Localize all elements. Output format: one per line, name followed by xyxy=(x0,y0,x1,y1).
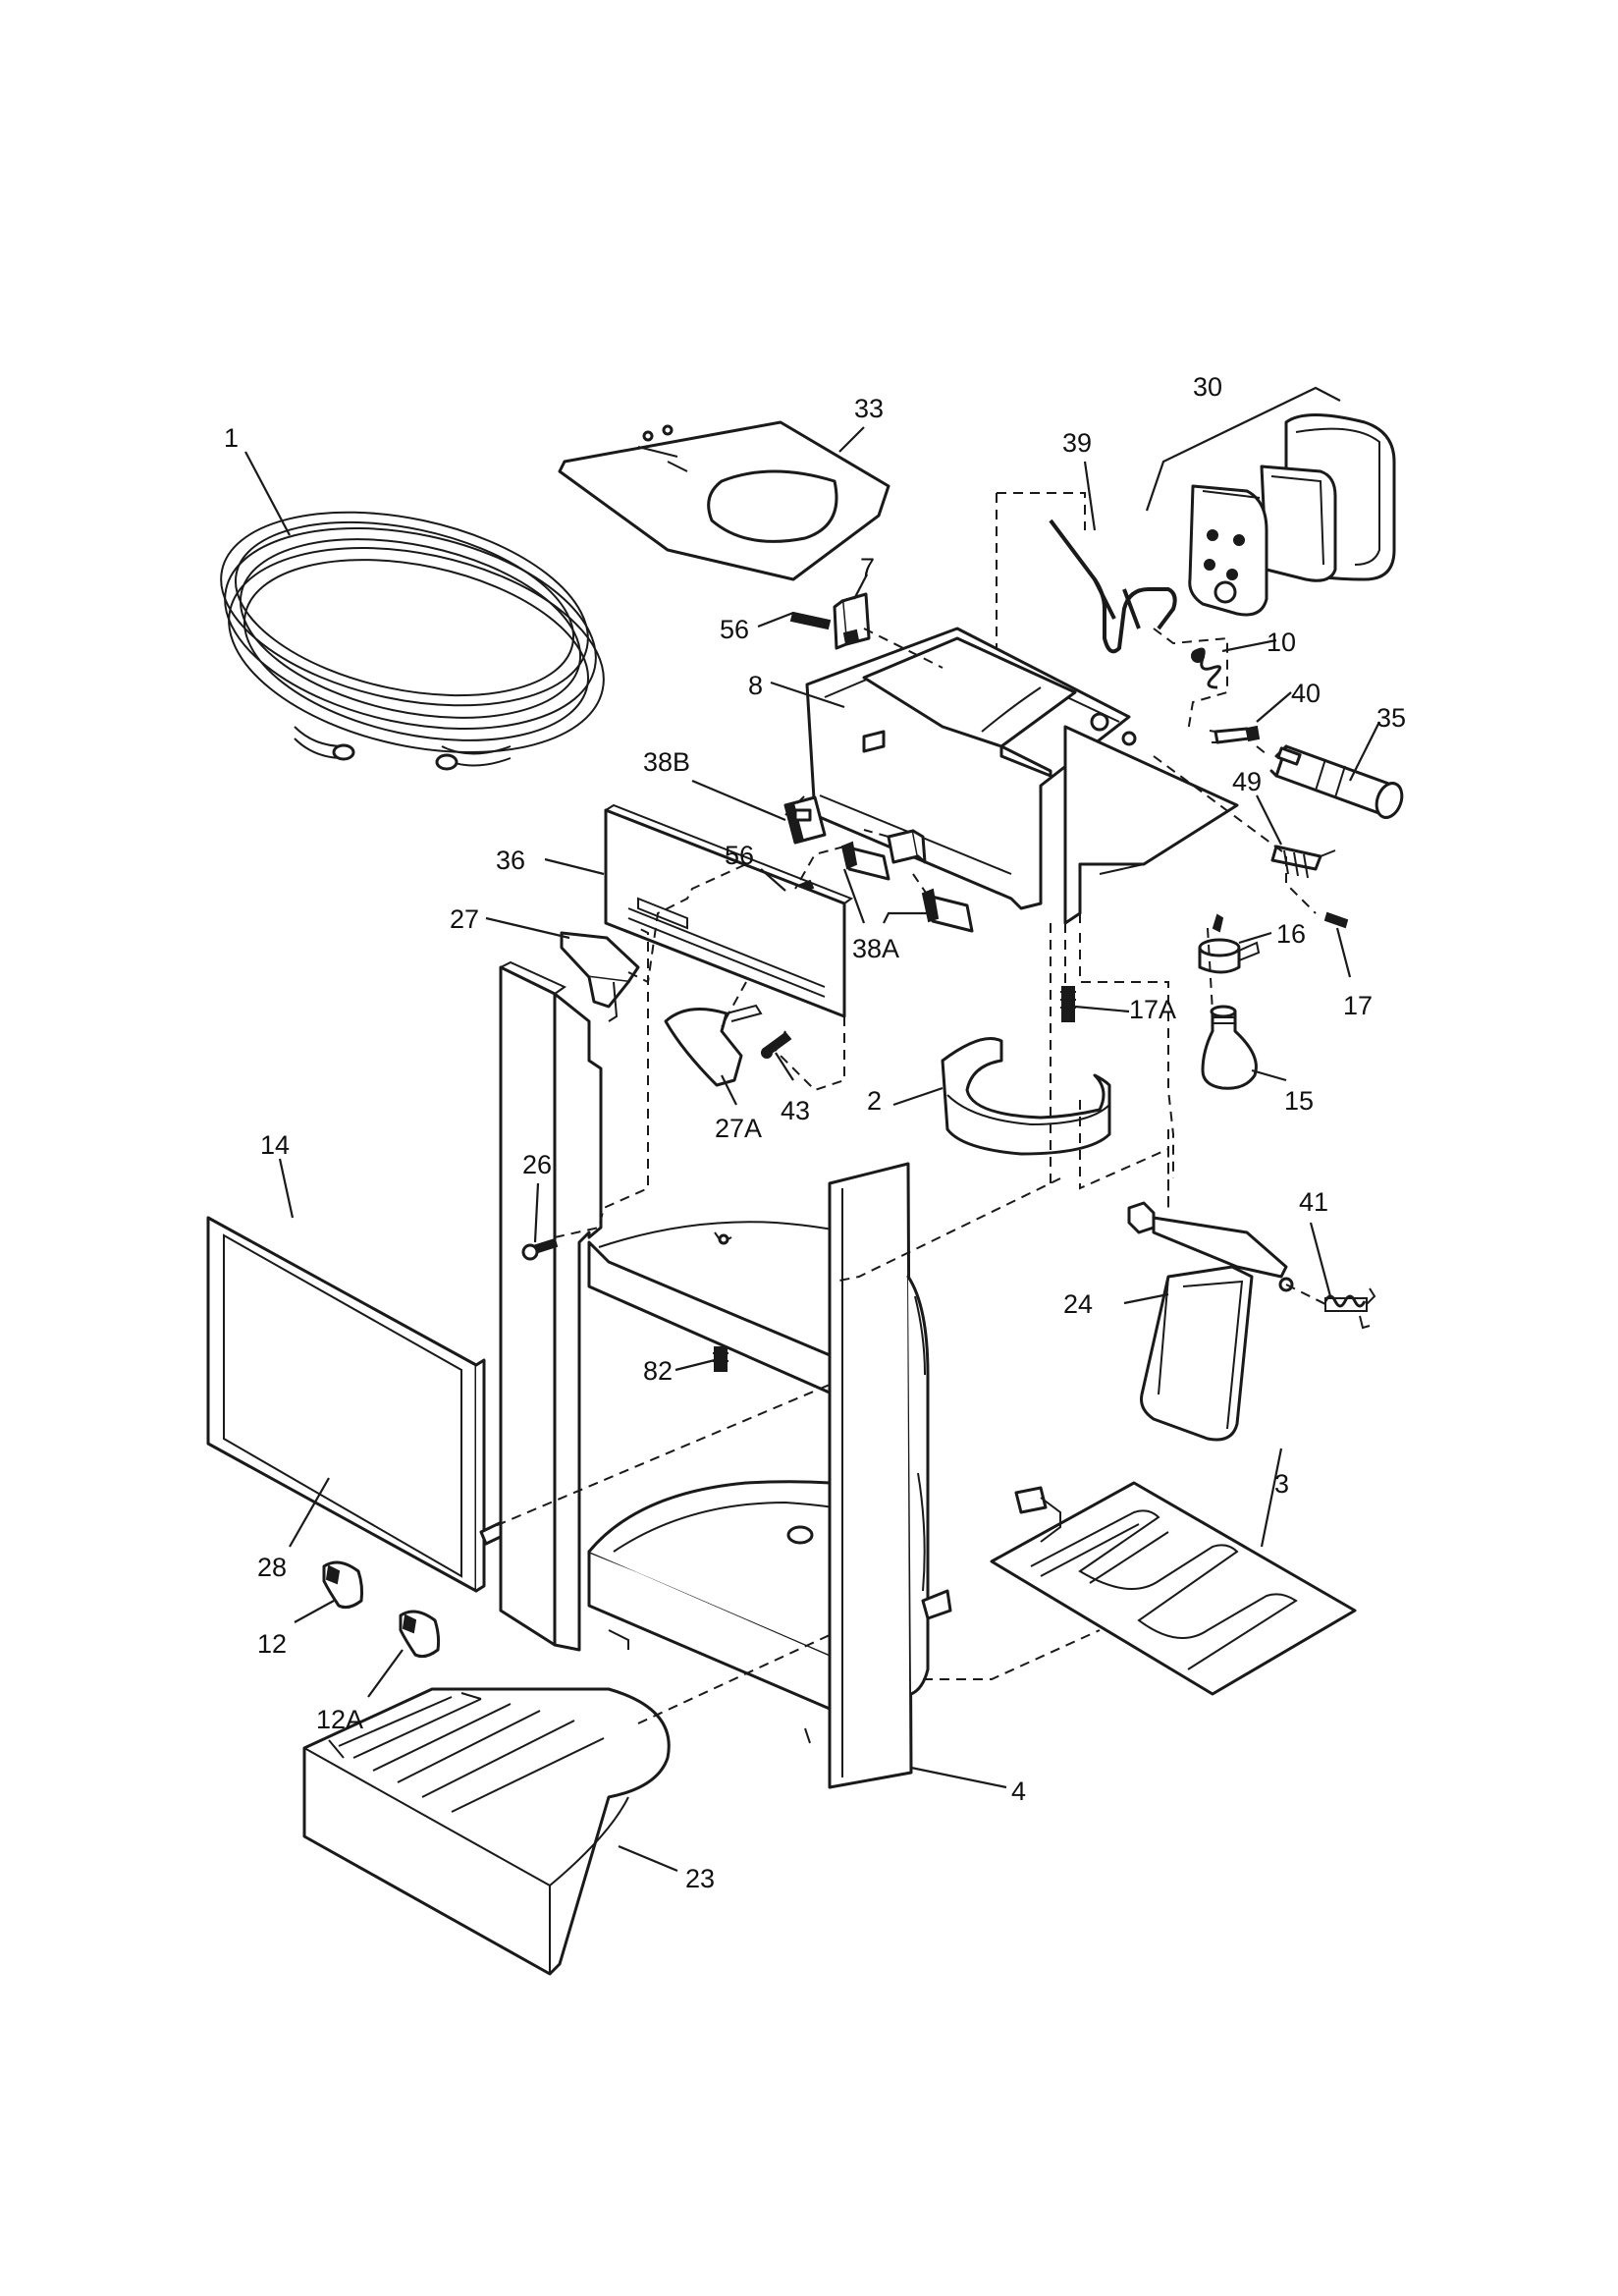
part-frame-panel-14 xyxy=(206,1216,486,1593)
part-switch-38a-2 xyxy=(887,829,927,864)
part-screw-17a xyxy=(1060,986,1076,1022)
part-clip-12 xyxy=(322,1560,364,1610)
part-drip-tray-23 xyxy=(302,1687,671,1976)
part-screw-17 xyxy=(1323,911,1349,929)
callout-2: 2 xyxy=(867,1086,882,1116)
callout-56-top: 56 xyxy=(720,615,749,644)
callout-27: 27 xyxy=(450,904,479,934)
part-small-bracket xyxy=(833,592,871,650)
callout-16: 16 xyxy=(1276,919,1306,949)
part-curved-guard-2 xyxy=(941,1037,1111,1156)
part-actuator-assembly xyxy=(1188,413,1396,617)
part-connector-49 xyxy=(1270,845,1336,879)
part-screw-82 xyxy=(713,1346,728,1372)
callout-49: 49 xyxy=(1232,767,1262,796)
part-switch-38a-1 xyxy=(840,841,890,881)
callout-28: 28 xyxy=(257,1553,287,1582)
callout-12a: 12A xyxy=(316,1705,363,1734)
callout-leader-lines xyxy=(244,426,1380,1873)
assembly-connector-lines xyxy=(480,492,1326,1724)
callout-36: 36 xyxy=(496,846,525,875)
callout-38b: 38B xyxy=(643,747,690,777)
callout-17: 17 xyxy=(1343,991,1373,1020)
callout-56-mid: 56 xyxy=(725,841,754,870)
callout-labels: 1 33 30 39 7 56 10 8 40 35 38B 49 36 56 … xyxy=(224,372,1406,1893)
callout-23: 23 xyxy=(685,1864,715,1893)
part-clip-12a xyxy=(399,1610,441,1659)
part-cam-27a xyxy=(664,1004,763,1087)
part-solenoid-35 xyxy=(1269,744,1404,819)
callout-3: 3 xyxy=(1274,1469,1289,1499)
part-top-cover xyxy=(558,420,890,581)
callout-7: 7 xyxy=(860,553,875,582)
callout-38a: 38A xyxy=(852,934,899,963)
part-tubing-coil xyxy=(220,511,605,771)
part-chute-body-4 xyxy=(499,960,952,1789)
callout-39: 39 xyxy=(1062,428,1092,458)
part-lamp-socket-16 xyxy=(1198,913,1261,974)
part-wire-rod xyxy=(1049,519,1177,654)
part-switch-38a-3 xyxy=(921,888,974,933)
part-clip-27 xyxy=(560,931,640,1022)
part-screw-43 xyxy=(761,1031,792,1059)
callout-12: 12 xyxy=(257,1629,287,1659)
callout-27a: 27A xyxy=(715,1114,762,1143)
part-screw-56a xyxy=(789,611,832,630)
callout-1: 1 xyxy=(224,423,239,453)
part-switch-38b xyxy=(783,795,827,845)
part-lamp-bulb-15 xyxy=(1201,1005,1258,1090)
callout-15: 15 xyxy=(1284,1086,1314,1116)
part-heater-plate-3 xyxy=(990,1481,1357,1696)
callout-41: 41 xyxy=(1299,1187,1328,1217)
part-lever-24 xyxy=(1127,1201,1294,1442)
part-screw-26 xyxy=(521,1237,559,1261)
callout-8: 8 xyxy=(748,671,763,700)
callout-40: 40 xyxy=(1291,679,1321,708)
callout-35: 35 xyxy=(1376,703,1406,733)
callout-82: 82 xyxy=(643,1356,673,1386)
part-main-housing xyxy=(805,627,1239,925)
part-pin-40 xyxy=(1209,725,1261,744)
callout-30: 30 xyxy=(1193,372,1222,402)
part-spring-41 xyxy=(1323,1287,1376,1330)
callout-26: 26 xyxy=(522,1150,552,1179)
callout-4: 4 xyxy=(1011,1777,1026,1806)
callout-43: 43 xyxy=(781,1096,810,1125)
callout-17a: 17A xyxy=(1129,995,1176,1024)
part-spring-10 xyxy=(1191,647,1221,689)
callout-33: 33 xyxy=(854,394,884,423)
callout-24: 24 xyxy=(1063,1289,1093,1319)
callout-14: 14 xyxy=(260,1130,290,1160)
callout-10: 10 xyxy=(1267,628,1296,657)
